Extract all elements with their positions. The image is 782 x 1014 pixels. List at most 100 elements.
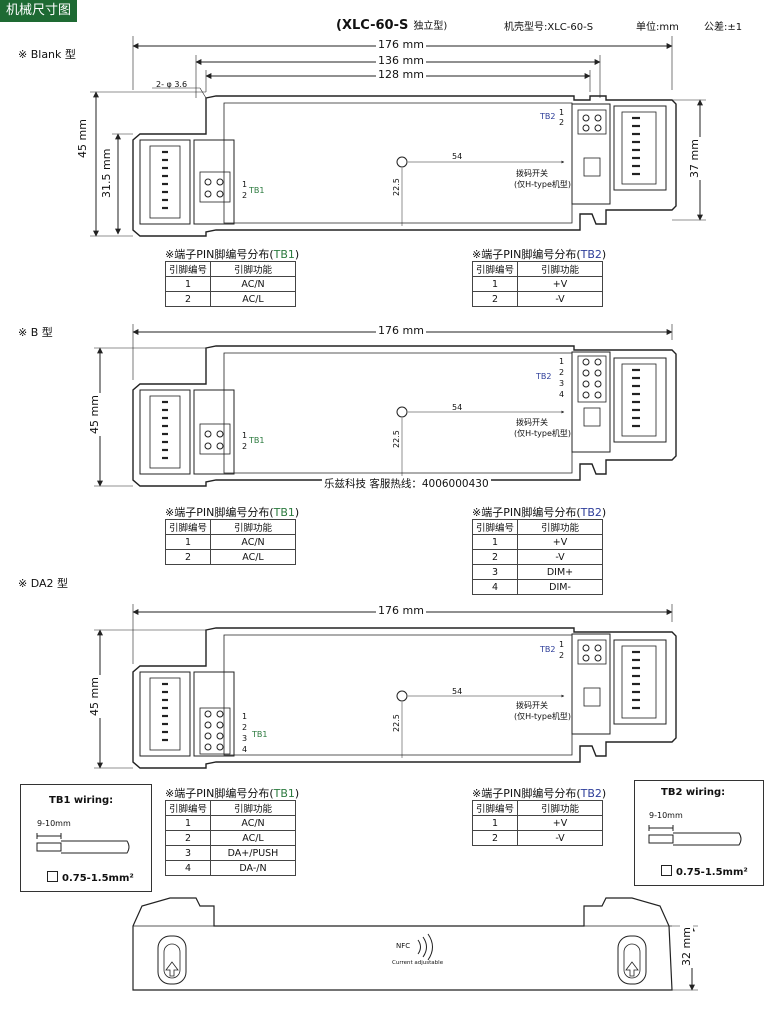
tb1-pin-1-2: 2 [242, 191, 248, 200]
dim-offset-1: 54 [452, 152, 463, 161]
variant-label-b: ※ B 型 [18, 326, 53, 339]
tb2-pin-table-1: 引脚编号引脚功能 1+V 2-V [472, 261, 603, 307]
dim-offset-2: 54 [452, 403, 463, 412]
tb1-label-2: TB1 [249, 436, 265, 445]
tolerance-label: 公差:±1 [704, 22, 743, 33]
tb1-wiring-title: TB1 wiring: [49, 795, 114, 806]
variant-label-blank: ※ Blank 型 [18, 48, 76, 61]
dim-hinner-1: 31.5 mm [100, 146, 113, 200]
dim-overall-3: 176 mm [376, 604, 426, 617]
tb2-wiring-box: TB2 wiring: 9-10mm 0.75-1.5mm² [634, 780, 764, 886]
tb1-pin-3-3: 3 [242, 734, 248, 743]
current-adjustable-label: Current adjustable [392, 960, 444, 966]
table-row: 2-V [472, 291, 603, 307]
tb2-label-3: TB2 [540, 645, 556, 654]
tb1-pin-1-1: 1 [242, 180, 248, 189]
tb2-pin-1-1: 1 [559, 108, 565, 117]
tb2-wiring-title: TB2 wiring: [661, 787, 726, 798]
tb2-table-title-3: ※端子PIN脚编号分布(TB2) [472, 787, 607, 800]
dim-overall-2: 176 mm [376, 324, 426, 337]
dim-height-2: 45 mm [88, 393, 101, 436]
dim-vert-3: 22.5 [392, 714, 401, 732]
table-row: 2-V [472, 549, 603, 565]
tb2-strip-length: 9-10mm [649, 811, 683, 820]
model-suffix: 独立型) [413, 21, 448, 32]
dim-overall-1: 176 mm [376, 38, 426, 51]
nfc-icon [416, 938, 438, 960]
dim-side-height: 32 mm [680, 925, 693, 968]
switch-note2-3: (仅H-type机型) [514, 712, 572, 721]
switch-note2-1: (仅H-type机型) [514, 180, 572, 189]
tb1-table-title-2: ※端子PIN脚编号分布(TB1) [165, 506, 300, 519]
dim-height-3: 45 mm [88, 675, 101, 718]
checkbox-icon [47, 871, 58, 882]
tb1-strip-length: 9-10mm [37, 819, 71, 828]
tb2-pin-3-2: 2 [559, 651, 565, 660]
dim-offset-3: 54 [452, 687, 463, 696]
tb1-pin-3-4: 4 [242, 745, 248, 754]
table-row: 1+V [472, 815, 603, 831]
tb1-wiring-box: TB1 wiring: 9-10mm 0.75-1.5mm² [20, 784, 152, 892]
view-b [94, 324, 677, 487]
dim-vert-2: 22.5 [392, 430, 401, 448]
switch-note-3: 拨码开关 [516, 701, 548, 710]
view-blank [90, 36, 706, 237]
dim-right-1: 37 mm [688, 137, 701, 180]
tb2-pin-2-4: 4 [559, 390, 565, 399]
dim-inner-1: 128 mm [376, 68, 426, 81]
variant-label-da2: ※ DA2 型 [18, 577, 69, 590]
tb2-pin-3-1: 1 [559, 640, 565, 649]
table-row: 1+V [472, 276, 603, 292]
tb1-pin-3-2: 2 [242, 723, 248, 732]
tb2-table-title-1: ※端子PIN脚编号分布(TB2) [472, 248, 607, 261]
tb2-pin-table-3: 引脚编号引脚功能 1+V 2-V [472, 800, 603, 846]
section-title: 机械尺寸图 [0, 0, 78, 22]
table-row: 2-V [472, 830, 603, 846]
checkbox-icon [661, 865, 672, 876]
view-da2 [94, 604, 677, 769]
dim-vert-1: 22.5 [392, 178, 401, 196]
tb1-gauge: 0.75-1.5mm² [47, 871, 134, 884]
tb2-wire-icon [648, 825, 742, 846]
tb2-label-1: TB2 [540, 112, 556, 121]
tb2-gauge: 0.75-1.5mm² [661, 865, 748, 878]
switch-note-2: 拨码开关 [516, 418, 548, 427]
tb1-label-1: TB1 [249, 186, 265, 195]
dim-hole-1: 2- φ 3.6 [156, 80, 188, 89]
tb2-pin-2-1: 1 [559, 357, 565, 366]
dim-mid-1: 136 mm [376, 54, 426, 67]
case-model: 机壳型号:XLC-60-S [504, 22, 594, 33]
tb2-pin-1-2: 2 [559, 118, 565, 127]
tb2-pin-2-2: 2 [559, 368, 565, 377]
dim-height-1: 45 mm [76, 117, 89, 160]
tb1-pin-2-1: 1 [242, 431, 248, 440]
tb2-pin-2-3: 3 [559, 379, 565, 388]
tb1-wire-icon [36, 833, 130, 854]
hotline-text: 乐兹科技 客服热线：4006000430 [322, 476, 491, 491]
switch-note-1: 拨码开关 [516, 169, 548, 178]
tb2-table-title-2: ※端子PIN脚编号分布(TB2) [472, 506, 607, 519]
switch-note2-2: (仅H-type机型) [514, 429, 572, 438]
model-title-group: (XLC-60-S 独立型) [336, 14, 447, 33]
table-row: 1+V [472, 534, 603, 550]
tb1-label-3: TB1 [252, 730, 268, 739]
tb2-label-2: TB2 [536, 372, 552, 381]
tb1-pin-2-2: 2 [242, 442, 248, 451]
tb1-pin-3-1: 1 [242, 712, 248, 721]
model-title: (XLC-60-S [336, 18, 409, 33]
tb1-table-title-1: ※端子PIN脚编号分布(TB1) [165, 248, 300, 261]
tb1-table-title-3: ※端子PIN脚编号分布(TB1) [165, 787, 300, 800]
unit-label: 单位:mm [636, 22, 679, 33]
